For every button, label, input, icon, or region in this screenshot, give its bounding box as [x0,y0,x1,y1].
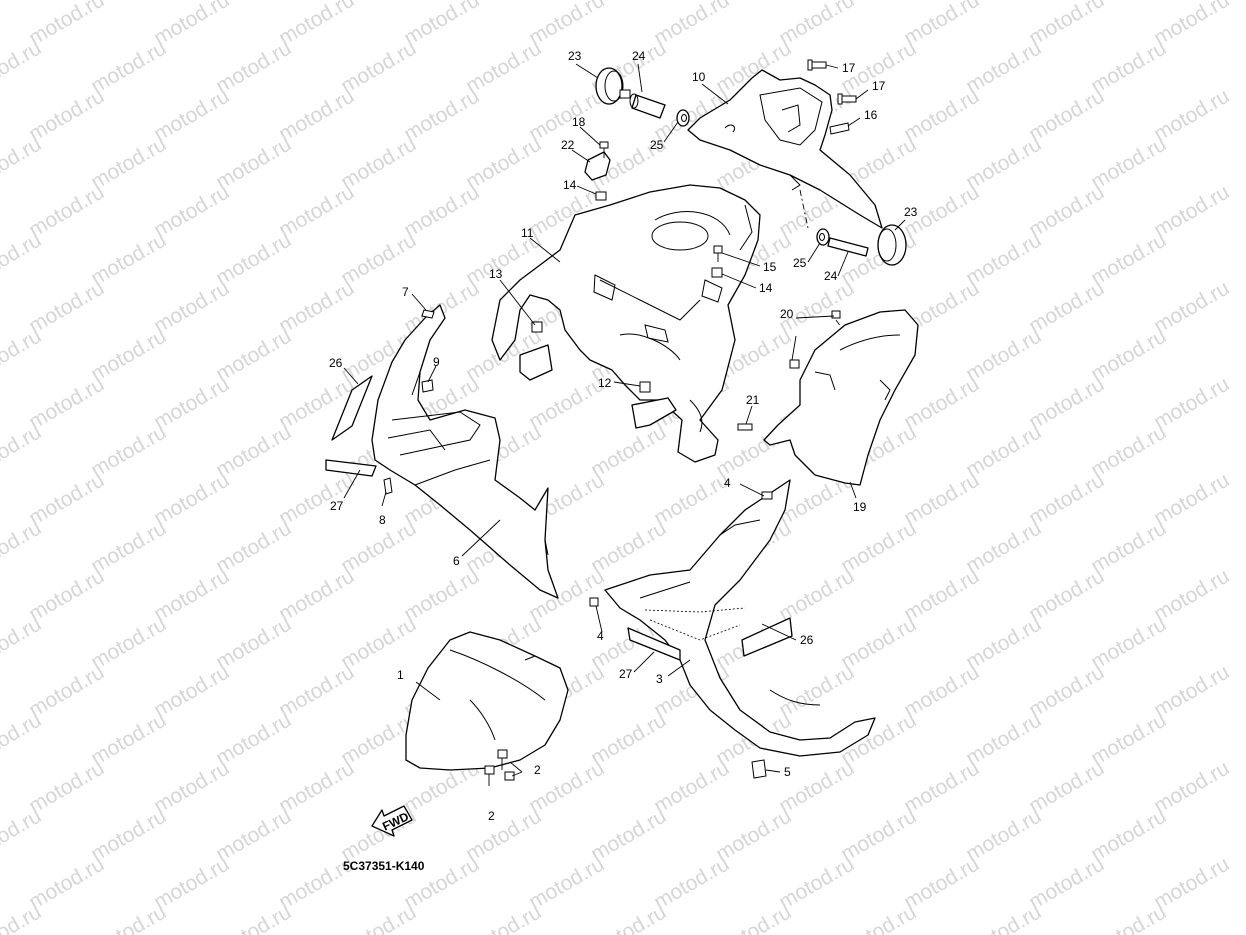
part-2-screw-c [484,765,495,786]
part-26-strip-left [331,375,373,441]
callout-13: 13 [489,267,503,281]
part-7-screw [421,309,435,319]
callout-labels: 23 24 10 25 18 22 14 11 13 15 14 12 17 1… [329,49,918,823]
part-5-nut [751,759,767,779]
callout-14-b: 14 [759,281,773,295]
part-23-cushion-left [595,67,631,105]
diagram-code-label: 5C37351-K140 [343,859,425,873]
part-9-screw [421,379,434,393]
screw-16 [829,122,850,135]
part-12-bracket [631,381,677,429]
callout-5: 5 [784,765,791,779]
callout-17-upper: 17 [842,61,856,75]
part-19-side-cover-right [763,309,919,486]
callout-27-left: 27 [330,499,344,513]
callout-4-lower: 4 [597,629,604,643]
leader-lines [343,63,906,777]
part-20-screw-a [831,310,841,319]
callout-23-left: 23 [568,49,582,63]
part-13-bracket [519,321,553,381]
part-18-screw [599,141,609,158]
callout-16: 16 [864,108,878,122]
part-2-screw-a [497,749,508,770]
callout-22: 22 [561,138,575,152]
callout-8: 8 [379,513,386,527]
callout-24-right: 24 [824,269,838,283]
callout-19: 19 [853,500,867,514]
part-25-washer-left [676,109,690,127]
part-27-strip-left [325,459,377,477]
callout-21: 21 [746,393,760,407]
screw-17-lower [837,93,857,105]
callout-2-bottom: 2 [488,809,495,823]
part-14-nut-a [595,191,607,201]
callout-2-right: 2 [534,763,541,777]
fwd-label: FWD [380,809,411,833]
part-1-front-fender [405,631,569,771]
part-15-screw [713,245,723,262]
callout-12: 12 [598,376,612,390]
callout-20: 20 [780,307,794,321]
part-22-clip [584,151,611,181]
callout-10: 10 [692,70,706,84]
callout-4-upper: 4 [724,476,731,490]
screw-17-upper [807,59,827,71]
part-8-clip [383,477,393,495]
callout-14-a: 14 [563,178,577,192]
part-27-strip-right [627,627,681,661]
callout-3: 3 [656,672,663,686]
part-20-screw-b [789,359,800,369]
callout-25-left: 25 [650,138,664,152]
part-23-cushion-right [877,224,907,266]
part-3-lower-cover [604,479,876,757]
part-24-collar-right [827,237,869,257]
callout-9: 9 [433,355,440,369]
fwd-direction-arrow-icon: FWD [371,805,413,837]
part-14-nut-b [711,267,723,278]
callout-6: 6 [453,554,460,568]
callout-25-right: 25 [793,256,807,270]
part-6-side-cover-left [371,304,559,599]
callout-26-right: 26 [800,633,814,647]
callout-18: 18 [572,115,586,129]
callout-1: 1 [397,668,404,682]
part-24-collar-left [629,93,666,119]
part-4-screw-b [589,597,599,607]
part-26-strip-right [741,617,793,657]
callout-24-left: 24 [632,49,646,63]
part-2-screw-b [504,771,515,781]
part-10-upper-cover [687,69,883,229]
callout-27-right: 27 [619,667,633,681]
callout-17-lower: 17 [872,79,886,93]
part-25-washer-right [816,228,830,246]
callout-11: 11 [521,226,534,240]
callout-26-left: 26 [329,356,343,370]
callout-15: 15 [763,260,777,274]
callout-7: 7 [402,285,409,299]
callout-23-right: 23 [904,205,918,219]
part-11-inner-cover [491,184,761,463]
part-21-screw [737,423,753,431]
